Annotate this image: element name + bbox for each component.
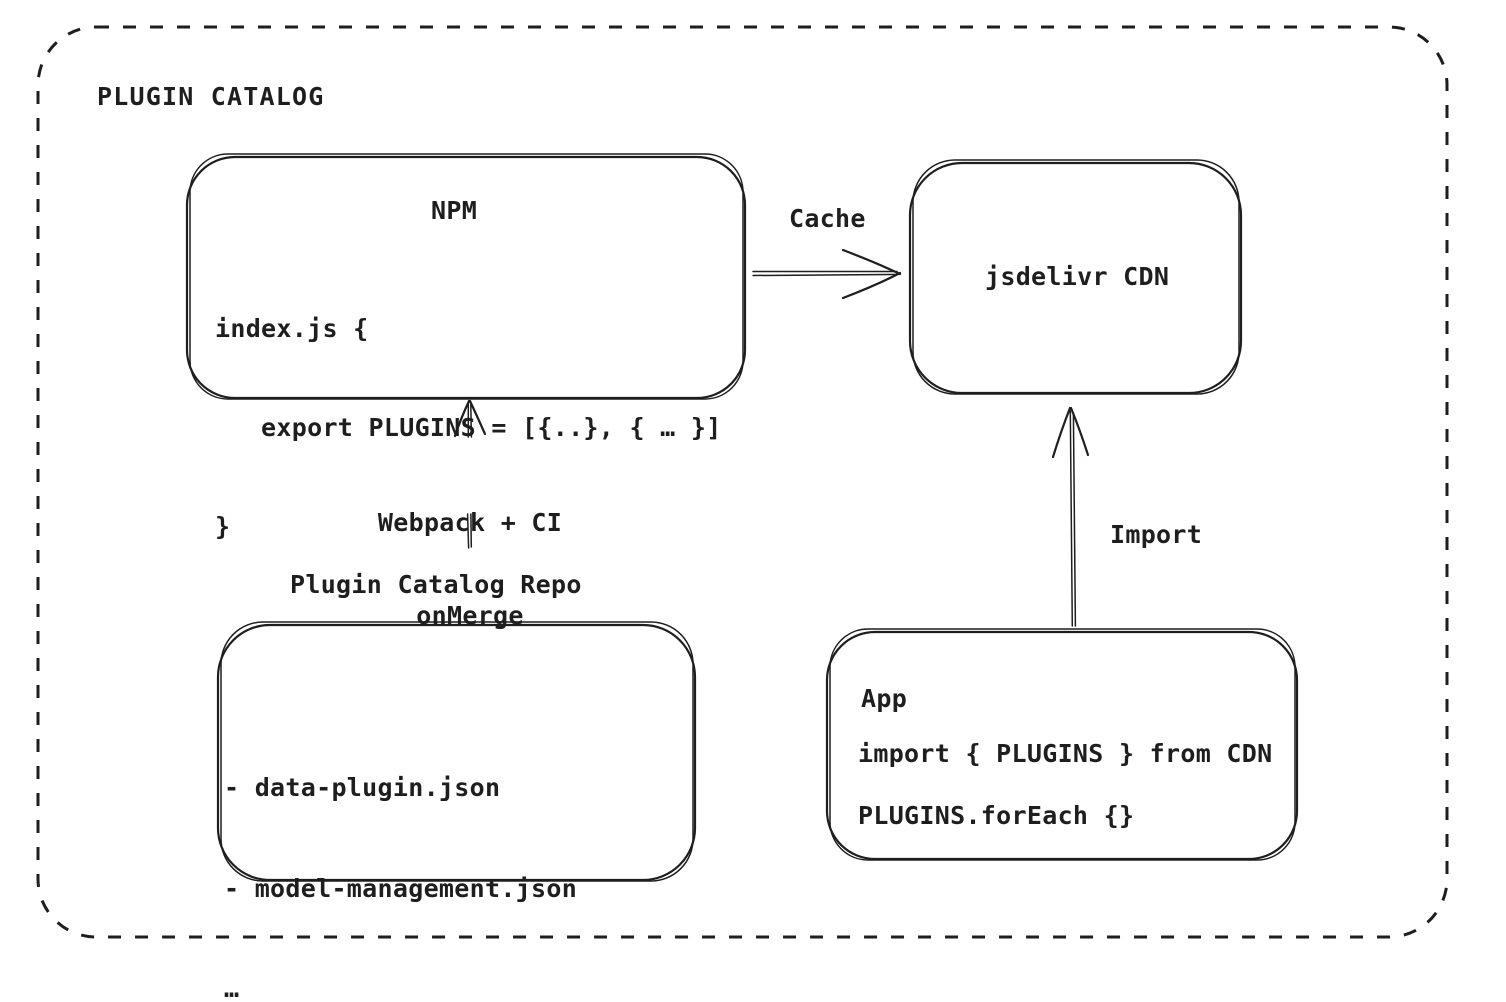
npm-code-line: index.js { [215, 314, 369, 343]
repo-file-list: - data-plugin.json - model-management.js… [224, 704, 577, 1002]
build-arrow-label-line: onMerge [416, 601, 524, 630]
app-code-line: import { PLUGINS } from CDN [858, 739, 1273, 768]
npm-box-title: NPM [431, 196, 478, 225]
build-arrow-label-line: Webpack + CI [377, 508, 563, 537]
build-arrow [453, 399, 487, 549]
catalog-title: PLUGIN CATALOG [97, 82, 325, 111]
repo-box [216, 621, 697, 882]
cdn-box-title: jsdelivr CDN [985, 262, 1170, 291]
cdn-box [908, 159, 1243, 395]
build-arrow-label: Webpack + CI onMerge [375, 445, 565, 693]
npm-code-block: index.js { export PLUGINS = [{..}, { … }… [215, 246, 722, 609]
npm-code-line: } [215, 512, 231, 541]
cache-arrow [752, 248, 902, 300]
npm-box [185, 153, 747, 400]
repo-file-item: - data-plugin.json [224, 773, 501, 802]
repo-file-item: … [224, 974, 240, 1002]
app-code-line: PLUGINS.forEach {} [858, 801, 1135, 830]
npm-code-line: export PLUGINS = [{..}, { … }] [215, 413, 722, 442]
app-box [825, 628, 1299, 861]
app-box-title: App [861, 684, 908, 713]
import-arrow [1051, 406, 1090, 627]
repo-box-title: Plugin Catalog Repo [290, 570, 582, 599]
repo-file-item: - model-management.json [224, 873, 578, 903]
cache-arrow-label: Cache [789, 204, 866, 233]
import-arrow-label: Import [1110, 520, 1203, 549]
